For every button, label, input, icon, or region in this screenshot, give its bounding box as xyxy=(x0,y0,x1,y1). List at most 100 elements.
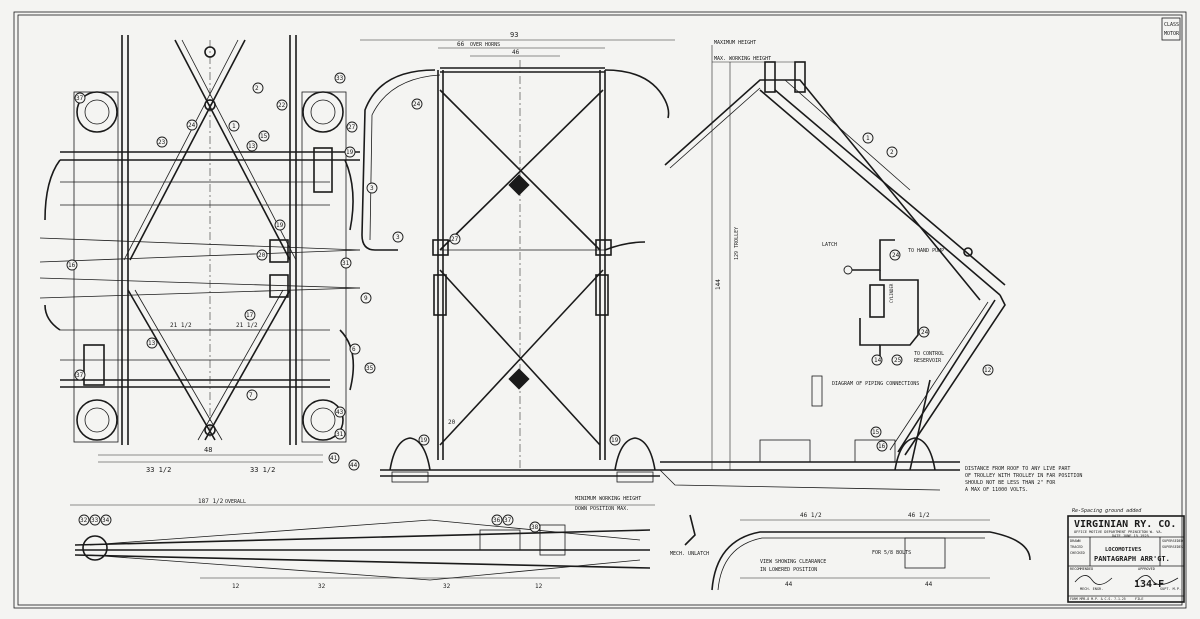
svg-text:2: 2 xyxy=(890,149,894,156)
svg-text:187 1/2: 187 1/2 xyxy=(198,498,224,505)
svg-text:IN LOWERED POSITION: IN LOWERED POSITION xyxy=(760,567,817,573)
sheet-inner-border xyxy=(17,14,1183,606)
svg-text:3: 3 xyxy=(370,185,374,192)
side-part-bubbles: 1 2 12 15 16 xyxy=(862,132,994,452)
svg-text:9: 9 xyxy=(364,295,368,302)
svg-text:32: 32 xyxy=(80,517,88,524)
latch-detail: MECH. UNLATCH xyxy=(670,514,709,557)
svg-text:SHOULD NOT BE LESS THAN 2" FOR: SHOULD NOT BE LESS THAN 2" FOR xyxy=(965,480,1056,486)
svg-text:MAXIMUM HEIGHT: MAXIMUM HEIGHT xyxy=(714,40,756,46)
svg-text:CYLINDER: CYLINDER xyxy=(889,283,894,303)
svg-text:7: 7 xyxy=(249,392,253,399)
svg-text:35: 35 xyxy=(366,365,374,372)
svg-text:144: 144 xyxy=(715,279,722,290)
svg-text:24: 24 xyxy=(188,122,196,129)
plan-cylinder-top xyxy=(313,147,333,193)
title-block: VIRGINIAN RY. CO. OFFICE MOTIVE DEPARTME… xyxy=(1067,515,1185,603)
subject-label: LOCOMOTIVES xyxy=(1105,547,1141,553)
svg-text:TO HAND PUMP: TO HAND PUMP xyxy=(908,248,944,254)
drawing-number: 134-F xyxy=(1134,579,1164,590)
front-elevation: 93 66 OVER HORNS 46 xyxy=(360,31,675,483)
svg-text:DATE JUNE 15 1925: DATE JUNE 15 1925 xyxy=(1112,534,1149,538)
svg-text:RECOMMENDED: RECOMMENDED xyxy=(1070,567,1093,571)
svg-text:CLASS: CLASS xyxy=(1164,22,1179,28)
svg-text:OFFICE MOTIVE DEPARTMENT PRINC: OFFICE MOTIVE DEPARTMENT PRINCETON W. VA… xyxy=(1074,530,1163,534)
plan-arms xyxy=(123,39,297,441)
svg-text:FOR 5/8 BOLTS: FOR 5/8 BOLTS xyxy=(872,550,911,556)
plan-frame xyxy=(39,35,361,445)
svg-text:32: 32 xyxy=(443,583,451,590)
svg-text:32: 32 xyxy=(318,583,326,590)
svg-text:DISTANCE FROM ROOF TO ANY LIVE: DISTANCE FROM ROOF TO ANY LIVE PART xyxy=(965,466,1070,472)
svg-text:44: 44 xyxy=(785,581,793,588)
svg-text:6: 6 xyxy=(352,346,356,353)
svg-text:37: 37 xyxy=(76,95,84,102)
svg-text:CHECKED: CHECKED xyxy=(1070,551,1085,555)
svg-text:13: 13 xyxy=(248,143,256,150)
svg-text:36: 36 xyxy=(493,517,501,524)
svg-text:MOTOR: MOTOR xyxy=(1164,31,1180,37)
company-name: VIRGINIAN RY. CO. xyxy=(1074,519,1176,530)
svg-text:48: 48 xyxy=(204,446,212,454)
svg-text:37: 37 xyxy=(76,372,84,379)
svg-text:24: 24 xyxy=(921,329,929,336)
svg-text:DOWN POSITION MAX.: DOWN POSITION MAX. xyxy=(575,506,629,512)
plan-dimensions: 48 33 1/2 33 1/2 21 1/2 21 1/2 xyxy=(98,322,323,474)
svg-text:44: 44 xyxy=(350,462,358,469)
svg-text:66: 66 xyxy=(457,41,465,48)
svg-text:19: 19 xyxy=(611,437,619,444)
svg-text:14: 14 xyxy=(874,357,882,364)
piping-diagram: CYLINDER 24 24 14 25 LATCH TO HAND PUMP … xyxy=(811,239,944,407)
lowered-plan-view: 187 1/2 OVERALL MINIMUM WORKING HEIGHT D… xyxy=(70,496,655,590)
svg-text:17: 17 xyxy=(246,312,254,319)
svg-text:24: 24 xyxy=(892,252,900,259)
svg-text:25: 25 xyxy=(894,357,902,364)
svg-text:93: 93 xyxy=(510,31,518,39)
svg-text:SUPT. M.P.: SUPT. M.P. xyxy=(1160,587,1181,591)
signature-right xyxy=(1135,575,1179,585)
svg-text:MECH. ENGR.: MECH. ENGR. xyxy=(1080,587,1103,591)
svg-text:FILE: FILE xyxy=(1135,597,1143,601)
svg-text:23: 23 xyxy=(158,139,166,146)
svg-text:MECH. UNLATCH: MECH. UNLATCH xyxy=(670,551,709,557)
svg-text:20: 20 xyxy=(258,252,266,259)
svg-text:OF TROLLEY WITH TROLLEY IN FAR: OF TROLLEY WITH TROLLEY IN FAR POSITION xyxy=(965,473,1082,479)
svg-text:15: 15 xyxy=(872,429,880,436)
svg-text:12: 12 xyxy=(984,367,992,374)
svg-text:16: 16 xyxy=(68,262,76,269)
svg-text:APPROVED: APPROVED xyxy=(1138,567,1155,571)
side-elevation: MAXIMUM HEIGHT MAX. WORKING HEIGHT 144 1… xyxy=(659,40,1082,493)
svg-text:31: 31 xyxy=(336,431,344,438)
svg-text:34: 34 xyxy=(102,517,110,524)
svg-text:43: 43 xyxy=(336,409,344,416)
svg-text:OVERALL: OVERALL xyxy=(225,499,246,505)
svg-text:TO CONTROL: TO CONTROL xyxy=(914,351,944,357)
sheet-border xyxy=(13,11,1187,609)
svg-text:A MAX OF 11000 VOLTS.: A MAX OF 11000 VOLTS. xyxy=(965,487,1028,493)
svg-text:22: 22 xyxy=(278,102,286,109)
svg-text:46 1/2: 46 1/2 xyxy=(800,512,822,519)
svg-text:33: 33 xyxy=(336,75,344,82)
svg-text:LATCH: LATCH xyxy=(822,242,837,248)
svg-text:TRACED: TRACED xyxy=(1070,545,1083,549)
svg-text:21 1/2: 21 1/2 xyxy=(170,322,192,329)
svg-text:19: 19 xyxy=(420,437,428,444)
handwritten-note: Re-Spacing ground added xyxy=(1072,508,1142,514)
svg-text:15: 15 xyxy=(260,133,268,140)
svg-text:FORM MPB-8 M.P. & C.S. 7-1-25: FORM MPB-8 M.P. & C.S. 7-1-25 xyxy=(1070,597,1126,601)
svg-text:33 1/2: 33 1/2 xyxy=(146,466,171,474)
clearance-view: 46 1/2 46 1/2 44 44 FOR 5/8 BOLTS VIEW S… xyxy=(711,512,1031,591)
svg-text:20: 20 xyxy=(448,419,456,426)
drawing-title: PANTAGRAPH ARR'GT. xyxy=(1094,555,1170,563)
lowered-part-bubbles: 32 33 34 36 37 38 xyxy=(78,514,541,533)
svg-text:VIEW SHOWING CLEARANCE: VIEW SHOWING CLEARANCE xyxy=(760,559,826,565)
svg-text:19: 19 xyxy=(276,222,284,229)
svg-text:37: 37 xyxy=(504,517,512,524)
svg-text:21 1/2: 21 1/2 xyxy=(236,322,258,329)
svg-text:13: 13 xyxy=(148,340,156,347)
signature-left xyxy=(1074,575,1113,585)
svg-text:DIAGRAM OF PIPING CONNECTIONS: DIAGRAM OF PIPING CONNECTIONS xyxy=(832,381,919,387)
svg-text:27: 27 xyxy=(451,236,459,243)
corner-stamp: CLASS MOTOR xyxy=(1161,17,1181,41)
